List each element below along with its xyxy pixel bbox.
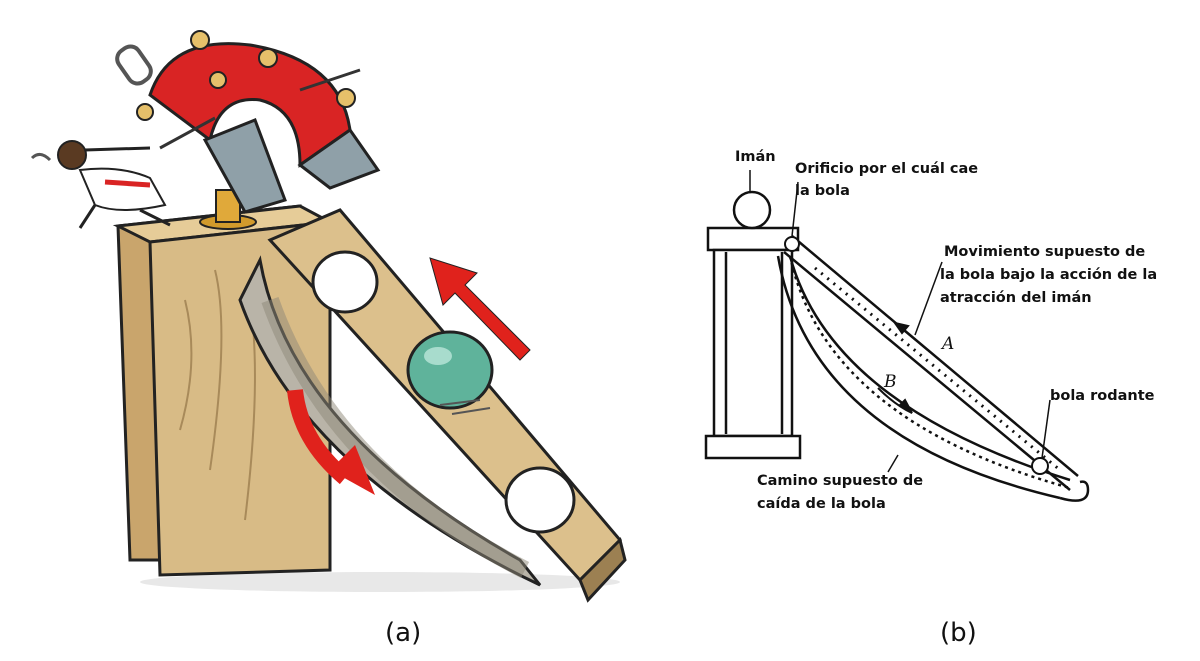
- leader-lines: [749, 170, 1051, 473]
- down-arrow: [287, 389, 375, 495]
- panel-a-illustration: [30, 30, 627, 603]
- lower-hole: [504, 466, 576, 534]
- upper-hole: [311, 250, 379, 314]
- top-hole: [784, 236, 800, 252]
- label-magnet: Imán: [735, 149, 776, 165]
- label-move-line2: la bola bajo la acción de la: [940, 267, 1158, 283]
- label-hole-line2: la bola: [795, 183, 850, 199]
- arrow-a: [892, 321, 931, 353]
- label-path-line2: caída de la bola: [757, 496, 886, 512]
- curved-trough: [776, 255, 1090, 502]
- label-path-line1: Camino supuesto de: [757, 473, 924, 489]
- label-move-line3: atracción del imán: [940, 290, 1092, 306]
- magnet-sphere: [732, 190, 772, 230]
- little-man: [30, 140, 171, 229]
- caption-a: (a): [385, 618, 422, 648]
- label-hole-line1: Orificio por el cuál cae: [795, 161, 979, 177]
- rolling-ball: [406, 330, 494, 415]
- rolling-ball-b: [1031, 457, 1049, 475]
- arrow-b: [877, 387, 913, 414]
- caption-b: (b): [940, 618, 977, 648]
- label-move-line1: Movimiento supuesto de: [944, 244, 1146, 260]
- straight-ramp: [783, 235, 1079, 491]
- label-ball: bola rodante: [1050, 388, 1155, 404]
- label-letter-b: B: [884, 372, 897, 392]
- panel-b-diagram: [704, 170, 1090, 502]
- label-letter-a: A: [942, 334, 955, 354]
- horseshoe-magnet: [115, 30, 381, 214]
- up-arrow: [429, 257, 531, 361]
- pedestal: [704, 226, 802, 460]
